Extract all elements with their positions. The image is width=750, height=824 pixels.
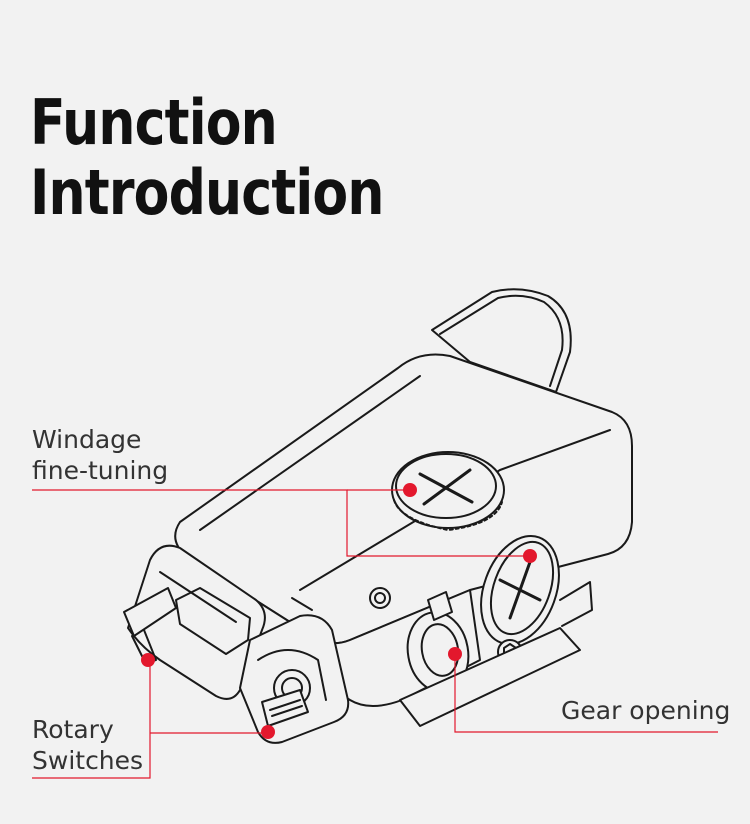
callout-lines — [32, 489, 718, 779]
windage-callout-label: Windage fine-tuning — [32, 424, 168, 486]
windage-label-line-1: Windage — [32, 425, 142, 454]
rotary-hotspot-right[interactable] — [261, 725, 275, 739]
rotary-callout-label: Rotary Switches — [32, 714, 143, 776]
windage-label-line-2: fine-tuning — [32, 456, 169, 485]
rotary-hotspot-left[interactable] — [141, 653, 155, 667]
gear-label-text: Gear opening — [561, 696, 731, 725]
gear-callout-label: Gear opening — [561, 695, 730, 726]
hotspot-dots — [141, 483, 537, 739]
title-line-1: Function — [30, 86, 278, 159]
rotary-leader-line — [32, 660, 151, 779]
windage-leader-line — [32, 489, 530, 557]
rotary-label-line-1: Rotary — [32, 715, 114, 744]
windage-hotspot-side[interactable] — [523, 549, 537, 563]
laser-sight-drawing — [123, 288, 633, 744]
gear-hotspot[interactable] — [448, 647, 462, 661]
gear-leader-line — [454, 654, 718, 733]
rotary-label-line-2: Switches — [32, 746, 144, 775]
windage-hotspot-top[interactable] — [403, 483, 417, 497]
title-line-2: Introduction — [30, 156, 384, 229]
page-title: Function Introduction — [30, 88, 384, 228]
